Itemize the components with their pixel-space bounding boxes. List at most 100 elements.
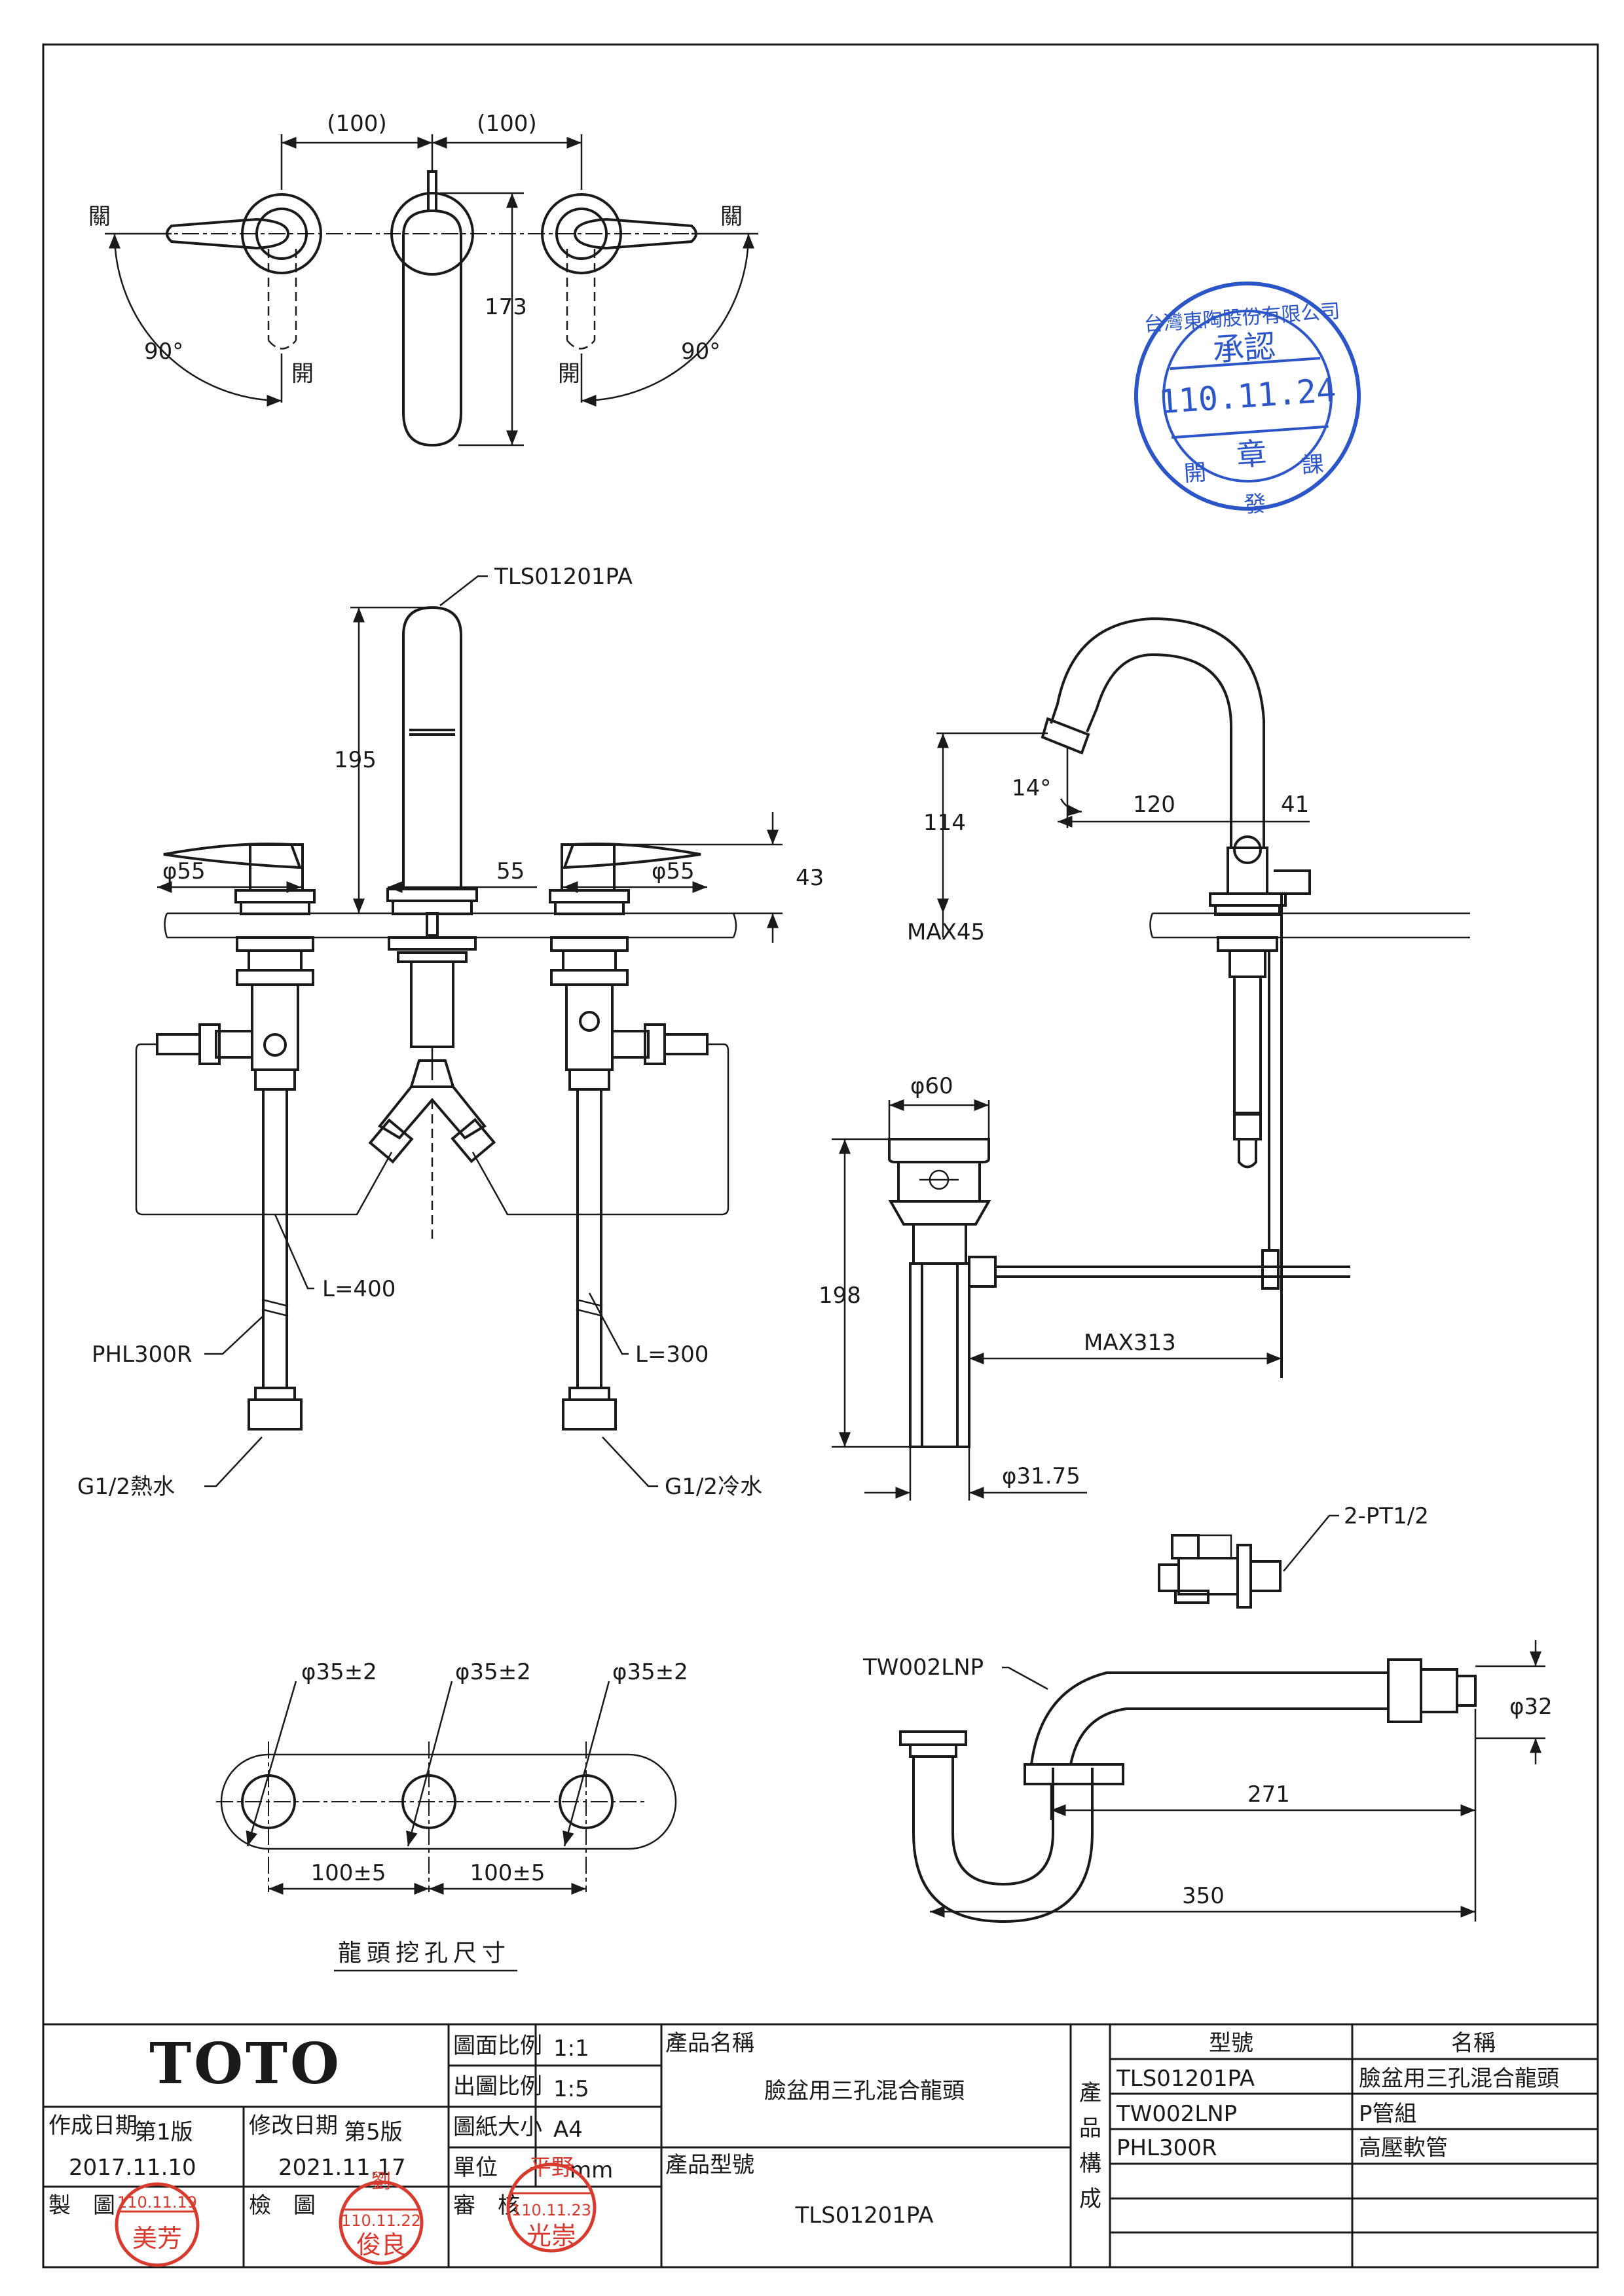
label-checked: 檢 圖	[249, 2193, 316, 2219]
stamp-drawn: 110.11.19 美芳	[115, 2182, 200, 2267]
label-product-model: 產品型號	[665, 2152, 754, 2178]
value-product-model: TLS01201PA	[794, 2202, 933, 2229]
dim-handle-dia-right: φ55	[652, 858, 695, 884]
stamp-checked-date: 110.11.22	[341, 2212, 421, 2230]
dim-hole-dia-2: φ35±2	[455, 1659, 531, 1685]
value-paper: A4	[553, 2117, 583, 2143]
stamp-dept-mid: 發	[1243, 490, 1267, 518]
callout-model: TLS01201PA	[494, 564, 633, 590]
mounting-holes: φ35±2 φ35±2 φ35±2 100±5 100±5 龍頭挖孔尺寸	[216, 1659, 688, 1972]
stamp-drawn-date: 110.11.19	[117, 2193, 197, 2212]
dim-drain-cap: φ60	[910, 1073, 953, 1099]
dim-handle-height: 43	[796, 865, 824, 891]
label-drawn: 製 圖	[48, 2193, 115, 2219]
caption-holes: 龍頭挖孔尺寸	[338, 1940, 511, 1967]
label-paper: 圖紙大小	[453, 2114, 542, 2140]
label-scale: 圖面比例	[453, 2033, 542, 2059]
component-name-3: 高壓軟管	[1359, 2135, 1448, 2161]
dim-deck-max: MAX45	[907, 919, 985, 945]
label-hose-long: L=400	[322, 1276, 396, 1302]
header-name: 名稱	[1451, 2030, 1496, 2056]
stamp-reviewed-name: 光崇	[526, 2221, 576, 2250]
label-trap-model: TW002LNP	[862, 1654, 984, 1681]
label-components-2: 品	[1079, 2115, 1101, 2141]
header-model: 型號	[1209, 2030, 1253, 2056]
stamp-checked: 劉 110.11.22 俊良	[339, 2170, 424, 2265]
value-revised-version: 第5版	[344, 2119, 403, 2145]
stamp-reviewed-date: 110.11.23	[511, 2201, 591, 2219]
dim-spacing-right: (100)	[477, 111, 536, 137]
component-name-2: P管組	[1359, 2101, 1417, 2127]
stamp-word-mid: 章	[1235, 435, 1268, 473]
value-print-scale: 1:5	[553, 2076, 589, 2102]
label-open-right: 開	[558, 361, 580, 387]
front-view: 195 43 φ55 φ55 55 TLS01201PA L=400 L=300…	[77, 564, 824, 1500]
dim-tail-dia: φ31.75	[1002, 1463, 1080, 1489]
label-unit: 單位	[453, 2155, 498, 2181]
p-trap: φ32 271 350 TW002LNP	[862, 1640, 1553, 1923]
stamp-dept-right: 課	[1301, 451, 1325, 479]
dim-hole-dia-1: φ35±2	[301, 1659, 377, 1685]
title-block: TOTO 作成日期 第1版 2017.11.10 修改日期 第5版 2021.1…	[43, 2023, 1598, 2267]
component-model-2: TW002LNP	[1116, 2101, 1237, 2127]
label-open-left: 開	[291, 361, 314, 387]
label-components-3: 構	[1079, 2151, 1101, 2177]
stamp-checked-surname: 劉	[371, 2170, 391, 2193]
dim-hole-dia-3: φ35±2	[612, 1659, 688, 1685]
label-valve: 2-PT1/2	[1344, 1503, 1429, 1529]
dim-spout-dia: 55	[496, 858, 525, 884]
label-close-left: 關	[88, 204, 111, 230]
value-created-version: 第1版	[134, 2119, 193, 2145]
dim-trap-length-b: 350	[1182, 1883, 1225, 1909]
value-product-name: 臉盆用三孔混合龍頭	[764, 2078, 965, 2104]
value-revised-date: 2021.11.17	[278, 2155, 406, 2181]
label-components-4: 成	[1079, 2186, 1101, 2212]
dim-spout-height: 195	[334, 747, 377, 773]
label-angle-right: 90°	[681, 338, 720, 365]
label-revised: 修改日期	[249, 2113, 338, 2139]
label-close-right: 關	[720, 204, 743, 230]
component-model-3: PHL300R	[1116, 2135, 1217, 2161]
dim-side-height: 114	[923, 810, 966, 836]
dim-spacing-left: (100)	[327, 111, 386, 137]
stamp-word-top: 承認	[1211, 328, 1277, 369]
approval-stamp: 台灣東陶股份有限公司 承認 110.11.24 章 開 發 課	[1134, 282, 1361, 519]
stamp-dept-left: 開	[1183, 460, 1208, 487]
label-angle-left: 90°	[144, 338, 183, 365]
dim-angle: 14°	[1012, 775, 1051, 801]
stamp-reviewed-surname: 平野	[529, 2155, 574, 2181]
value-scale: 1:1	[553, 2035, 589, 2062]
component-model-1: TLS01201PA	[1116, 2066, 1255, 2092]
stamp-checked-name: 俊良	[356, 2231, 406, 2259]
angle-valve: 2-PT1/2	[1158, 1503, 1429, 1609]
dim-rod-max: MAX313	[1084, 1330, 1176, 1356]
dim-reach: 120	[1133, 792, 1175, 818]
dim-hole-spacing-1: 100±5	[310, 1860, 386, 1886]
component-name-1: 臉盆用三孔混合龍頭	[1359, 2066, 1559, 2092]
drawing-border	[42, 43, 1599, 2269]
label-product-name: 產品名稱	[665, 2030, 754, 2056]
toto-logo: TOTO	[149, 2031, 342, 2097]
dim-trap-length-a: 271	[1247, 1781, 1290, 1808]
dim-trap-outlet: φ32	[1509, 1694, 1553, 1720]
stamp-drawn-name: 美芳	[132, 2224, 182, 2253]
stamp-date: 110.11.24	[1158, 371, 1337, 422]
stamp-reviewed: 平野 110.11.23 光崇	[506, 2155, 597, 2253]
value-created-date: 2017.11.10	[69, 2155, 196, 2181]
top-view: (100) (100) 173 關 關 開 開 90° 90°	[88, 111, 758, 447]
label-hose-short: L=300	[635, 1341, 709, 1368]
value-unit: mm	[570, 2157, 613, 2183]
dim-drain-height: 198	[819, 1283, 861, 1309]
dim-top-height: 173	[485, 294, 527, 320]
label-components-1: 產	[1079, 2080, 1101, 2106]
label-cold-inlet: G1/2冷水	[665, 1474, 762, 1500]
label-hose-model: PHL300R	[92, 1341, 193, 1368]
dim-handle-dia-left: φ55	[162, 858, 206, 884]
dim-hole-spacing-2: 100±5	[470, 1860, 545, 1886]
side-view: 114 120 41 14° MAX45	[907, 617, 1470, 1378]
label-created: 作成日期	[48, 2113, 138, 2139]
dim-offset: 41	[1281, 792, 1309, 818]
pop-up-drain: φ60 198 MAX313 φ31.75	[819, 1073, 1350, 1501]
label-print-scale: 出圖比例	[453, 2073, 542, 2100]
